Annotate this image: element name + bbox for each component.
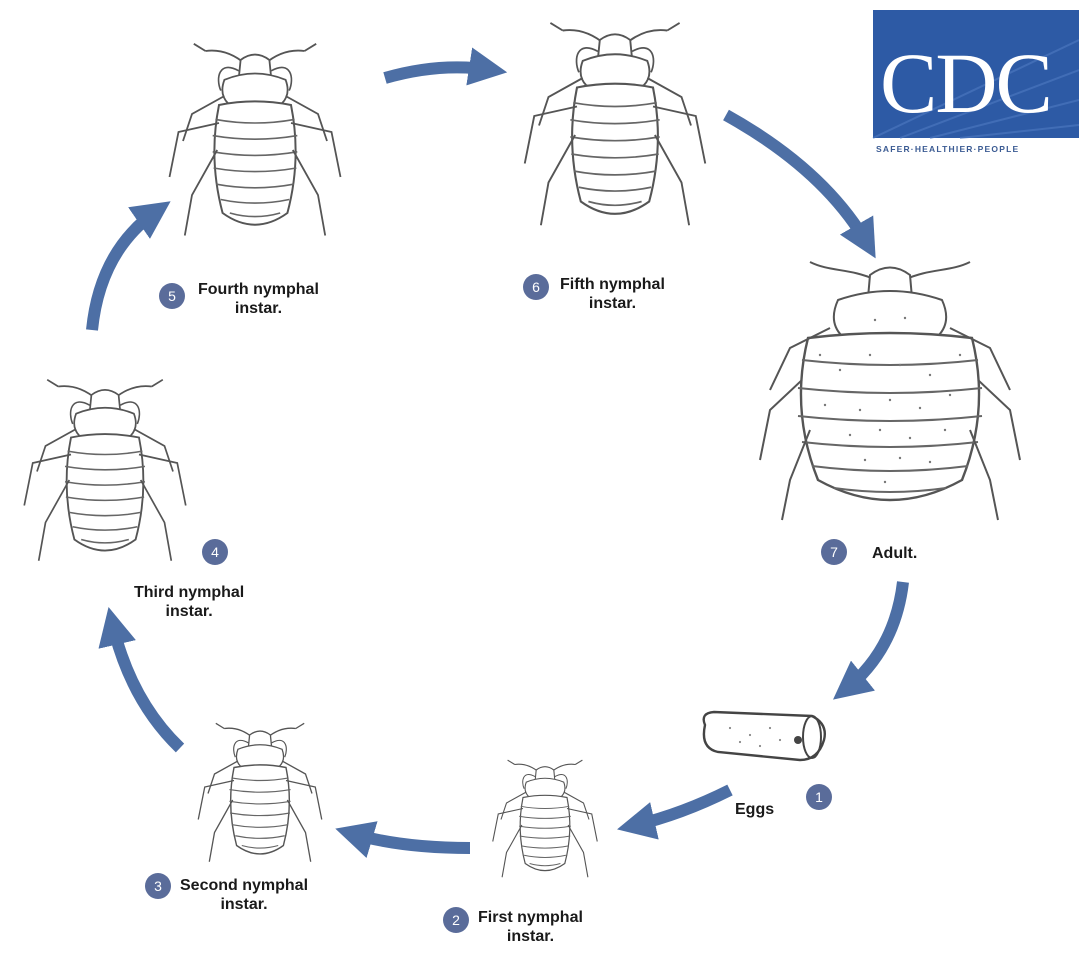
stage-label-first-instar: First nymphal instar. [478, 908, 583, 946]
arrow-fifth-to-adult [726, 115, 868, 245]
cdc-logo: CDC SAFER·HEALTHIER·PEOPLE [873, 10, 1079, 154]
stage-label-third-instar: Third nymphal instar. [134, 583, 244, 621]
arrow-adult-to-eggs [845, 582, 903, 690]
adult-bug-illustration [760, 262, 1020, 520]
stage-badge-4: 4 [202, 539, 228, 565]
svg-text:5: 5 [168, 288, 176, 304]
stage-badge-6: 6 [523, 274, 549, 300]
svg-text:2: 2 [452, 912, 460, 928]
svg-text:7: 7 [830, 544, 838, 560]
svg-text:6: 6 [532, 279, 540, 295]
second-instar-illustration [198, 723, 322, 861]
fifth-instar-illustration [525, 23, 706, 225]
arrow-second-to-third [112, 622, 180, 748]
stage-label-fifth-instar: Fifth nymphal instar. [560, 275, 665, 313]
stage-label-adult: Adult. [872, 544, 917, 563]
cdc-logo-text: CDC [880, 35, 1051, 131]
arrow-fourth-to-fifth [385, 67, 492, 78]
stage-label-fourth-instar: Fourth nymphal instar. [198, 280, 319, 318]
svg-text:3: 3 [154, 878, 162, 894]
stage-badge-5: 5 [159, 283, 185, 309]
arrow-first-to-second [350, 833, 470, 848]
first-instar-illustration [493, 760, 598, 877]
stage-badge-2: 2 [443, 907, 469, 933]
svg-text:4: 4 [211, 544, 219, 560]
stage-label-second-instar: Second nymphal instar. [180, 876, 308, 914]
arrow-third-to-fourth [92, 210, 158, 330]
fourth-instar-illustration [170, 44, 341, 236]
egg-illustration [704, 712, 825, 760]
svg-text:1: 1 [815, 789, 823, 805]
stage-badge-3: 3 [145, 873, 171, 899]
cdc-logo-tagline: SAFER·HEALTHIER·PEOPLE [876, 144, 1019, 154]
stage-badge-1: 1 [806, 784, 832, 810]
third-instar-illustration [24, 380, 186, 561]
stage-label-eggs: Eggs [735, 800, 774, 819]
stage-badge-7: 7 [821, 539, 847, 565]
arrow-eggs-to-first [632, 790, 730, 826]
